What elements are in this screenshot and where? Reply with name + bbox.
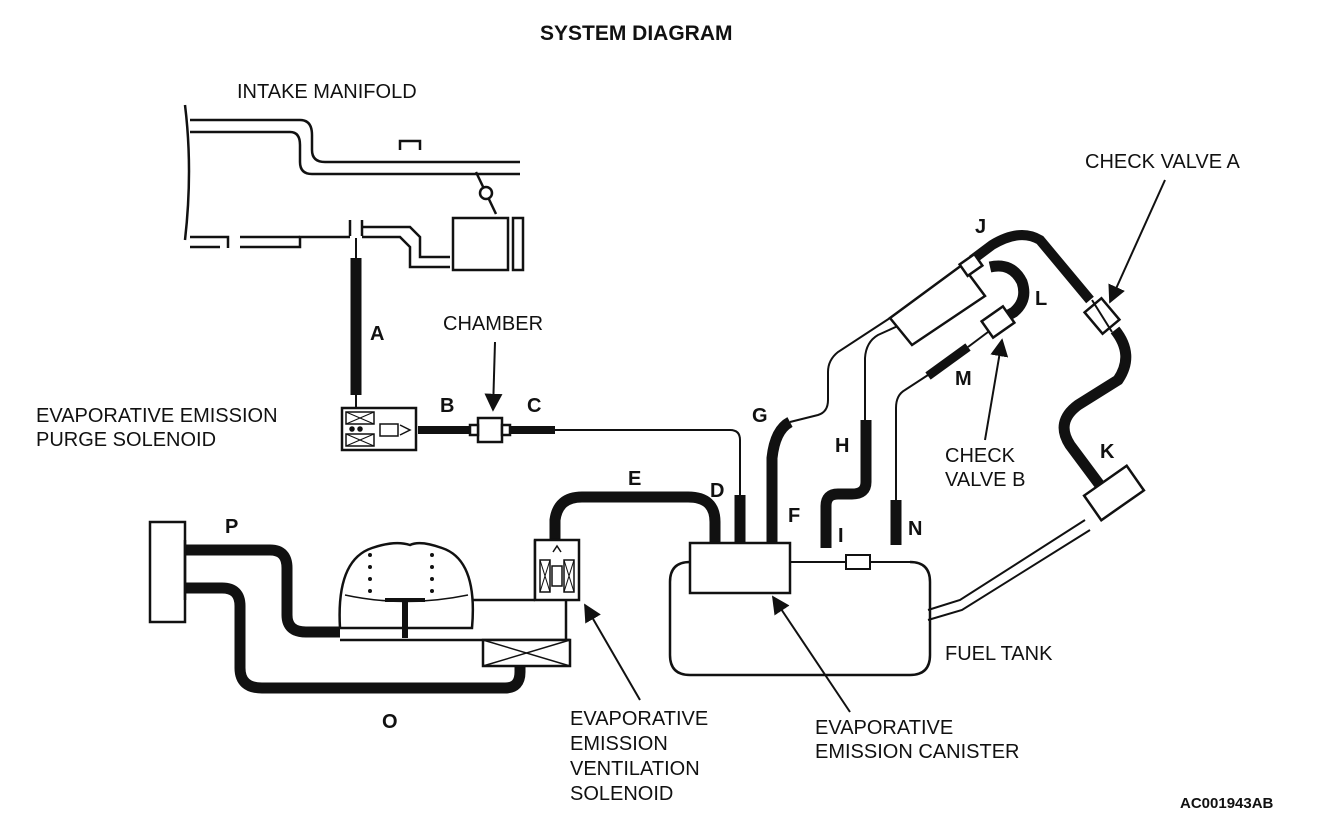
air-cleaner-dots: [368, 553, 434, 593]
purge-solenoid-label-line1: EVAPORATIVE EMISSION: [36, 405, 278, 427]
check-valve-b: [979, 304, 1017, 340]
hose-label-m: M: [955, 368, 972, 390]
check-valve-a-label: CHECK VALVE A: [1085, 151, 1241, 173]
hose-label-d: D: [710, 480, 724, 502]
hoses: [185, 230, 1132, 694]
hose-label-g: G: [752, 405, 768, 427]
hose-label-a: A: [370, 323, 384, 345]
purge-solenoid: [340, 406, 418, 452]
intake-manifold-label: INTAKE MANIFOLD: [237, 81, 417, 103]
check-valve-b-label-line1: CHECK: [945, 445, 1016, 467]
hose-label-k: K: [1100, 441, 1115, 463]
hose-label-j: J: [975, 216, 986, 238]
separator-assembly: [888, 252, 987, 347]
ventilation-solenoid-label-line3: VENTILATION: [570, 758, 700, 780]
fuel-tank: [668, 560, 932, 677]
chamber-label: CHAMBER: [443, 313, 543, 335]
canister-pointer: [771, 595, 851, 713]
hose-letters: A B C D E F G H I J K L M N O P: [225, 216, 1115, 733]
hose-label-l: L: [1035, 288, 1047, 310]
ventilation-solenoid: [533, 538, 581, 602]
hose-label-p: P: [225, 516, 238, 538]
filler-neck: [1082, 464, 1146, 522]
check-valve-b-pointer: [984, 338, 1009, 441]
hose-label-f: F: [788, 505, 800, 527]
ventilation-solenoid-label-line2: EMISSION: [570, 733, 668, 755]
chamber-pointer: [484, 341, 503, 412]
figure-code: AC001943AB: [1180, 795, 1274, 812]
canister: [688, 541, 792, 595]
hose-label-h: H: [835, 435, 849, 457]
ventilation-solenoid-pointer: [584, 603, 641, 701]
hose-label-b: B: [440, 395, 454, 417]
intake-manifold: [183, 104, 525, 272]
check-valve-a: [1082, 296, 1122, 336]
chamber: [468, 416, 512, 444]
purge-solenoid-label-line2: PURGE SOLENOID: [36, 429, 216, 451]
check-valve-a-pointer: [1108, 179, 1166, 304]
diagram-title: SYSTEM DIAGRAM: [540, 22, 733, 45]
canister-label-line2: EMISSION CANISTER: [815, 741, 1019, 763]
throttle-plate: [474, 171, 498, 215]
ventilation-solenoid-label-line1: EVAPORATIVE: [570, 708, 708, 730]
check-valve-b-label-line2: VALVE B: [945, 469, 1025, 491]
fuel-tank-label: FUEL TANK: [945, 643, 1053, 665]
air-cleaner: [148, 520, 572, 668]
hose-label-n: N: [908, 518, 922, 540]
ventilation-solenoid-label-line4: SOLENOID: [570, 783, 673, 805]
hose-label-o: O: [382, 711, 398, 733]
inline-valve-i: [845, 554, 871, 570]
canister-label-line1: EVAPORATIVE: [815, 717, 953, 739]
hose-label-i: I: [838, 525, 844, 547]
hose-label-c: C: [527, 395, 541, 417]
hose-label-e: E: [628, 468, 641, 490]
